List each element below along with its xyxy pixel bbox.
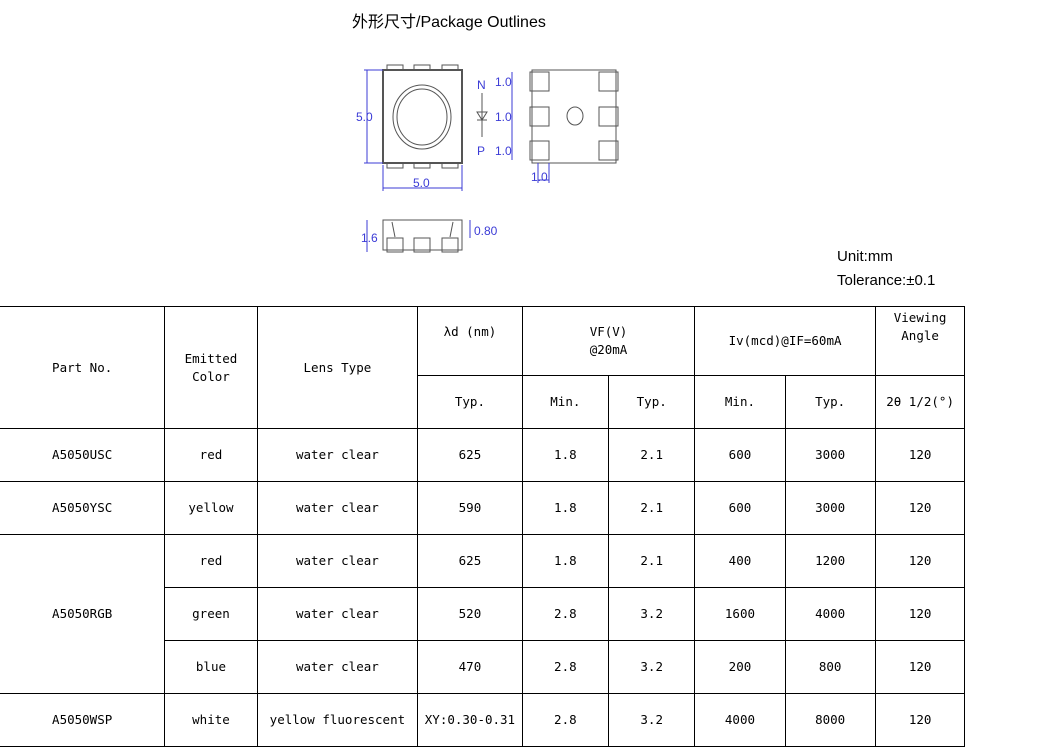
cell-vf-min: 1.8: [521, 481, 610, 535]
subheader-iv-typ: Typ.: [784, 375, 876, 429]
dim-width-label: 5.0: [413, 176, 430, 190]
cell-wl: 520: [417, 587, 523, 641]
pitch-label-2: 1.0: [495, 110, 512, 124]
cell-iv-min: 600: [694, 481, 786, 535]
cell-color: green: [164, 587, 258, 641]
cell-color: yellow: [164, 481, 258, 535]
header-emitted-color-text: Emitted Color: [184, 350, 238, 384]
cell-vf-typ: 2.1: [608, 428, 696, 482]
dim-height-label: 5.0: [356, 110, 373, 124]
cell-iv-min: 200: [694, 640, 786, 694]
cell-vf-typ: 3.2: [608, 693, 696, 747]
subheader-iv-min: Min.: [694, 375, 786, 429]
cell-lens: water clear: [256, 587, 419, 641]
cell-color: red: [164, 534, 258, 588]
cell-lens: water clear: [256, 481, 419, 535]
table-row: A5050RGB red water clear 625 1.8 2.1 400…: [0, 534, 1057, 694]
header-angle-text: Angle: [901, 328, 939, 343]
cell-wl: 590: [417, 481, 523, 535]
header-iv: Iv(mcd)@IF=60mA: [694, 306, 876, 376]
cell-part: A5050YSC: [0, 481, 166, 535]
cell-wl: 625: [417, 428, 523, 482]
cell-iv-typ: 3000: [784, 481, 876, 535]
cell-wl: XY:0.30-0.31: [417, 693, 523, 747]
subheader-row: Typ. Min. Typ. Min. Typ. 2θ 1/2(°): [0, 375, 1057, 429]
cell-iv-typ: 4000: [784, 587, 876, 641]
tolerance-text: Tolerance:±0.1: [837, 272, 936, 289]
cell-vf-min: 2.8: [521, 640, 610, 694]
header-emitted-color: Emitted Color: [164, 306, 258, 429]
label-n: N: [477, 78, 486, 92]
table-row: A5050USC red water clear 625 1.8 2.1 600…: [0, 428, 1057, 482]
header-viewing-text: Viewing: [893, 310, 947, 325]
table-row: green water clear 520 2.8 3.2 1600 4000 …: [0, 587, 1057, 641]
cell-vf-min: 2.8: [521, 587, 610, 641]
cell-part: A5050RGB: [0, 534, 166, 694]
cell-iv-min: 1600: [694, 587, 786, 641]
cell-lens: water clear: [256, 534, 419, 588]
header-vf-condition: @20mA: [589, 342, 628, 357]
lens-outer: [392, 84, 452, 150]
cell-angle: 120: [874, 428, 966, 482]
package-outline-drawing: 5.0 5.0 N P 1.0 1.0 1.0 1.0 1.6 0.80: [356, 64, 619, 253]
cell-iv-typ: 800: [784, 640, 876, 694]
header-part-no: Part No.: [0, 306, 166, 429]
cell-iv-min: 4000: [694, 693, 786, 747]
cell-wl: 625: [417, 534, 523, 588]
header-row: Part No. Emitted Color Lens Type λd (nm)…: [0, 306, 1057, 429]
lens-inner: [396, 88, 448, 146]
header-wavelength: λd (nm): [417, 306, 523, 376]
side-height-label: 1.6: [361, 231, 378, 245]
cell-angle: 120: [874, 534, 966, 588]
cell-iv-typ: 8000: [784, 693, 876, 747]
header-lens-type: Lens Type: [256, 306, 419, 429]
cell-part: A5050USC: [0, 428, 166, 482]
subheader-angle: 2θ 1/2(°): [874, 375, 966, 429]
cell-lens: yellow fluorescent: [256, 693, 419, 747]
cell-vf-typ: 2.1: [608, 534, 696, 588]
table-row: blue water clear 470 2.8 3.2 200 800 120: [0, 640, 1057, 694]
unit-text: Unit:mm: [837, 248, 893, 265]
pad-width-label: 1.0: [531, 170, 548, 184]
cell-vf-typ: 3.2: [608, 640, 696, 694]
cell-color: blue: [164, 640, 258, 694]
cell-wl: 470: [417, 640, 523, 694]
table-row: A5050WSP white yellow fluorescent XY:0.3…: [0, 693, 1057, 747]
subheader-wl-typ: Typ.: [417, 375, 523, 429]
cell-angle: 120: [874, 587, 966, 641]
unit-note: Unit:mm Tolerance:±0.1: [837, 245, 935, 293]
side-lens-label: 0.80: [474, 224, 498, 238]
cell-vf-min: 1.8: [521, 428, 610, 482]
cell-part: A5050WSP: [0, 693, 166, 747]
cell-vf-min: 1.8: [521, 534, 610, 588]
cell-iv-min: 600: [694, 428, 786, 482]
cell-lens: water clear: [256, 640, 419, 694]
subheader-vf-min: Min.: [521, 375, 610, 429]
bottom-view-body: [531, 69, 617, 164]
cell-angle: 120: [874, 481, 966, 535]
page-title: 外形尺寸/Package Outlines: [352, 14, 546, 31]
cell-iv-typ: 1200: [784, 534, 876, 588]
subheader-vf-typ: Typ.: [608, 375, 696, 429]
label-p: P: [477, 144, 485, 158]
header-vf: VF(V) @20mA: [521, 306, 696, 376]
cell-iv-min: 400: [694, 534, 786, 588]
header-vf-text: VF(V): [589, 324, 628, 339]
cell-lens: water clear: [256, 428, 419, 482]
cell-color: red: [164, 428, 258, 482]
cell-iv-typ: 3000: [784, 428, 876, 482]
table-row: A5050YSC yellow water clear 590 1.8 2.1 …: [0, 481, 1057, 535]
cell-vf-typ: 3.2: [608, 587, 696, 641]
pitch-label-3: 1.0: [495, 144, 512, 158]
spec-table: Part No. Emitted Color Lens Type λd (nm)…: [0, 306, 1057, 747]
cell-angle: 120: [874, 693, 966, 747]
cell-vf-typ: 2.1: [608, 481, 696, 535]
cell-vf-min: 2.8: [521, 693, 610, 747]
cell-angle: 120: [874, 640, 966, 694]
cell-color: white: [164, 693, 258, 747]
pitch-label-1: 1.0: [495, 75, 512, 89]
